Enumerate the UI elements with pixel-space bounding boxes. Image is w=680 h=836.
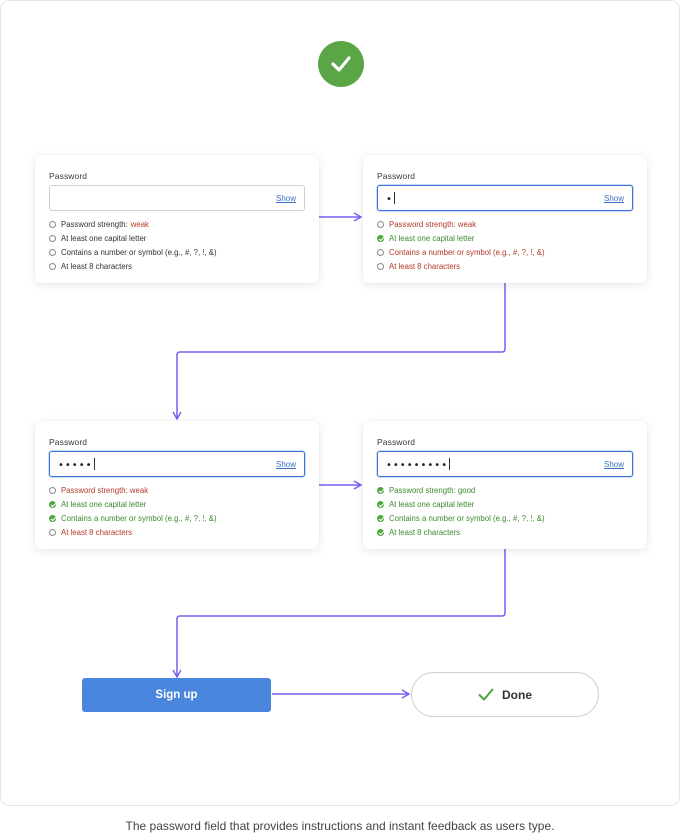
rule-text: Password strength: weak bbox=[389, 219, 477, 229]
show-password-link[interactable]: Show bbox=[603, 460, 624, 469]
rule-length: At least 8 characters bbox=[377, 259, 545, 273]
empty-circle-icon bbox=[49, 528, 56, 536]
rule-length: At least 8 characters bbox=[49, 525, 217, 539]
rule-capital: At least one capital letter bbox=[377, 231, 545, 245]
check-circle-icon bbox=[377, 234, 384, 242]
rule-text: At least 8 characters bbox=[389, 261, 461, 271]
arrow-card4-to-signup bbox=[172, 549, 506, 679]
rule-capital: At least one capital letter bbox=[49, 231, 217, 245]
password-rules: Password strength: good At least one cap… bbox=[377, 483, 545, 539]
rule-number-symbol: Contains a number or symbol (e.g., #, ?,… bbox=[377, 245, 545, 259]
text-caret bbox=[93, 458, 95, 470]
arrow-card2-to-card3 bbox=[172, 283, 506, 421]
check-circle-icon bbox=[377, 500, 384, 508]
empty-circle-icon bbox=[49, 220, 56, 228]
figure-caption: The password field that provides instruc… bbox=[125, 819, 555, 833]
empty-circle-icon bbox=[49, 234, 56, 242]
password-card-empty: Password Show Password strength: weak At… bbox=[35, 155, 319, 283]
check-circle-icon bbox=[377, 514, 384, 522]
password-label: Password bbox=[49, 437, 88, 447]
password-label: Password bbox=[377, 171, 416, 181]
check-circle-icon bbox=[49, 500, 56, 508]
sign-up-button[interactable]: Sign up bbox=[82, 678, 271, 712]
empty-circle-icon bbox=[377, 220, 384, 228]
strength-value: weak bbox=[130, 219, 149, 229]
show-password-link[interactable]: Show bbox=[275, 194, 296, 203]
rule-length: At least 8 characters bbox=[49, 259, 217, 273]
rule-text: Password strength: good bbox=[389, 485, 476, 495]
password-rules: Password strength: weak At least one cap… bbox=[49, 483, 217, 539]
rule-text: At least one capital letter bbox=[389, 233, 475, 243]
password-rules: Password strength: weak At least one cap… bbox=[49, 217, 217, 273]
flow-arrows bbox=[172, 212, 506, 699]
empty-circle-icon bbox=[49, 486, 56, 494]
rule-capital: At least one capital letter bbox=[49, 497, 217, 511]
rule-length: At least 8 characters bbox=[377, 525, 545, 539]
password-rules: Password strength: weak At least one cap… bbox=[377, 217, 545, 273]
rule-strength: Password strength: weak bbox=[49, 217, 217, 231]
rule-text: At least 8 characters bbox=[61, 261, 133, 271]
password-label: Password bbox=[49, 171, 88, 181]
rule-text: Password strength: weak bbox=[61, 485, 149, 495]
rule-number-symbol: Contains a number or symbol (e.g., #, ?,… bbox=[49, 245, 217, 259]
rule-text: Contains a number or symbol (e.g., #, ?,… bbox=[389, 513, 545, 523]
text-caret bbox=[449, 458, 451, 470]
rule-text: At least one capital letter bbox=[389, 499, 475, 509]
done-label: Done bbox=[502, 687, 532, 702]
password-value: ••••• bbox=[58, 458, 95, 471]
check-circle-icon bbox=[377, 486, 384, 494]
password-input[interactable]: ••••• Show bbox=[49, 451, 305, 477]
rule-text: Contains a number or symbol (e.g., #, ?,… bbox=[389, 247, 545, 257]
rule-number-symbol: Contains a number or symbol (e.g., #, ?,… bbox=[49, 511, 217, 525]
show-password-link[interactable]: Show bbox=[275, 460, 296, 469]
rule-text: Password strength: bbox=[61, 219, 128, 229]
password-input[interactable]: Show bbox=[49, 185, 305, 211]
password-label: Password bbox=[377, 437, 416, 447]
illustration-frame: Password Show Password strength: weak At… bbox=[0, 0, 680, 806]
empty-circle-icon bbox=[377, 262, 384, 270]
rule-text: At least one capital letter bbox=[61, 233, 147, 243]
password-value: ••••••••• bbox=[386, 458, 451, 471]
password-value: • bbox=[386, 192, 395, 205]
password-input[interactable]: ••••••••• Show bbox=[377, 451, 633, 477]
rule-text: At least 8 characters bbox=[389, 527, 461, 537]
password-card-one-char: Password • Show Password strength: weak … bbox=[363, 155, 647, 283]
empty-circle-icon bbox=[49, 248, 56, 256]
show-password-link[interactable]: Show bbox=[603, 194, 624, 203]
rule-capital: At least one capital letter bbox=[377, 497, 545, 511]
rule-strength: Password strength: weak bbox=[49, 483, 217, 497]
done-status: Done bbox=[411, 672, 599, 717]
rule-text: Contains a number or symbol (e.g., #, ?,… bbox=[61, 247, 217, 257]
check-circle-icon bbox=[318, 41, 364, 87]
rule-number-symbol: Contains a number or symbol (e.g., #, ?,… bbox=[377, 511, 545, 525]
empty-circle-icon bbox=[49, 262, 56, 270]
check-icon bbox=[478, 688, 494, 701]
rule-strength: Password strength: good bbox=[377, 483, 545, 497]
rule-text: At least one capital letter bbox=[61, 499, 147, 509]
text-caret bbox=[393, 192, 395, 204]
password-card-complete: Password ••••••••• Show Password strengt… bbox=[363, 421, 647, 549]
empty-circle-icon bbox=[377, 248, 384, 256]
password-input[interactable]: • Show bbox=[377, 185, 633, 211]
rule-text: At least 8 characters bbox=[61, 527, 133, 537]
password-card-five-chars: Password ••••• Show Password strength: w… bbox=[35, 421, 319, 549]
rule-strength: Password strength: weak bbox=[377, 217, 545, 231]
check-circle-icon bbox=[49, 514, 56, 522]
check-circle-icon bbox=[377, 528, 384, 536]
rule-text: Contains a number or symbol (e.g., #, ?,… bbox=[61, 513, 217, 523]
